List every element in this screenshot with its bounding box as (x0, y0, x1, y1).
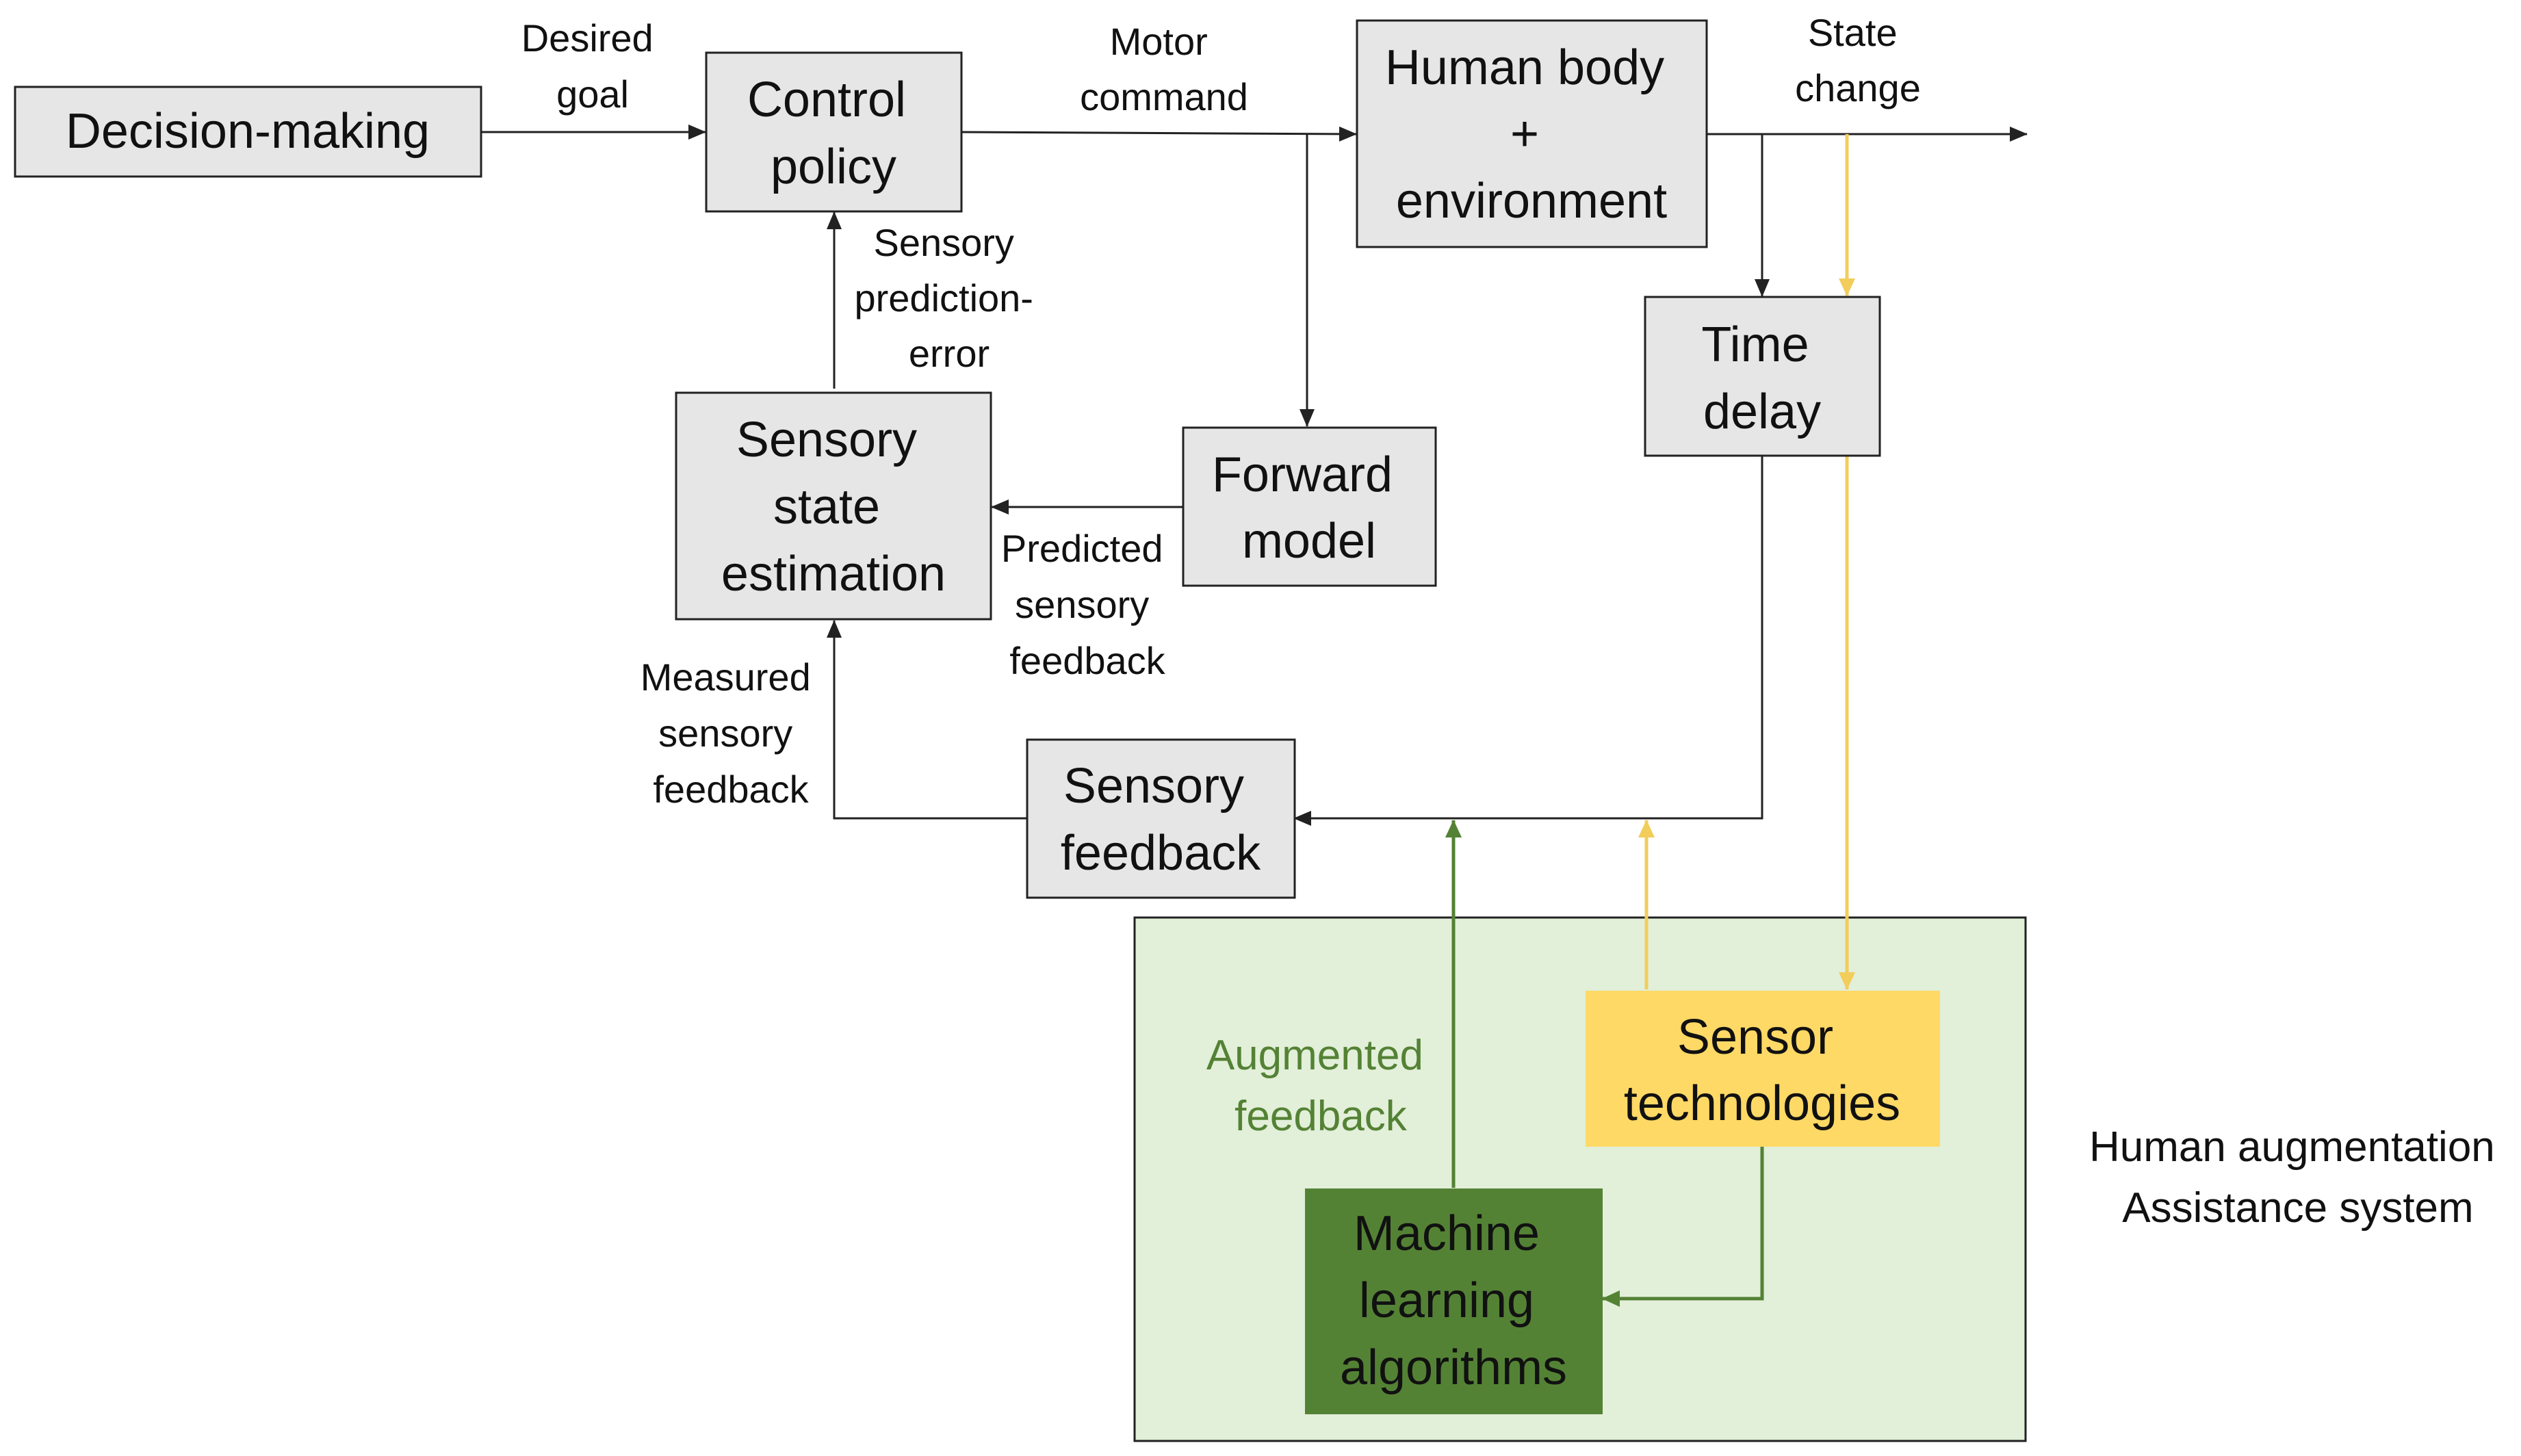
time-delay-line-2: delay (1703, 385, 1821, 439)
box-decision-making: Decision-making (14, 86, 482, 178)
svg-text:Control policy: Control policy (747, 73, 920, 194)
box-control-policy: Control policy (705, 51, 963, 213)
box-machine-learning-algorithms: Machine learning algorithms (1305, 1188, 1603, 1414)
svg-text:Sensor technologies: Sensor technologies (1624, 1010, 1900, 1131)
estimation-line-3: estimation (721, 547, 946, 601)
svg-text:Time delay: Time delay (1701, 317, 1822, 439)
label-sensory-prediction-error: Sensory prediction- error (854, 221, 1044, 375)
yellow-connectors (1638, 134, 1855, 990)
box-sensor-technologies: Sensor technologies (1586, 991, 1940, 1147)
control-policy-line-1: Control (747, 73, 906, 127)
box-sensory-feedback: Sensory feedback (1026, 738, 1296, 899)
box-time-delay: Time delay (1644, 296, 1881, 457)
human-body-line-3: environment (1396, 174, 1667, 229)
label-motor-command: Motor command (1080, 20, 1248, 118)
box-forward-model: Forward model (1182, 426, 1437, 587)
arrow-motor-command (959, 126, 1357, 142)
svg-text:Decision-making: Decision-making (66, 104, 430, 159)
svg-text:Sensory state esti: Sensory state estimation (721, 413, 946, 601)
svg-text:Sensory feedback: Sensory feedback (1061, 759, 1261, 881)
human-body-line-2: + (1510, 107, 1539, 161)
sensory-feedback-line-1: Sensory (1063, 759, 1244, 814)
time-delay-line-1: Time (1701, 317, 1809, 372)
sensory-feedback-line-2: feedback (1061, 826, 1261, 881)
sensor-technologies-line-1: Sensor (1677, 1010, 1833, 1065)
estimation-line-1: Sensory (736, 413, 917, 467)
forward-model-line-1: Forward (1212, 447, 1393, 502)
label-state-change: State change (1795, 11, 1921, 109)
svg-text:Machine learning a: Machine learning algorithms (1340, 1206, 1567, 1395)
forward-model-line-2: model (1242, 514, 1376, 569)
svg-text:Human body + envir: Human body + environment (1385, 40, 1678, 229)
control-policy-line-2: policy (771, 140, 896, 194)
label-measured-sensory-feedback: Measured sensory feedback (641, 655, 822, 811)
black-connectors (480, 125, 2028, 826)
label-predicted-sensory-feedback: Predicted sensory feedback (1001, 527, 1174, 682)
sensor-technologies-line-2: technologies (1624, 1076, 1900, 1131)
box-sensory-state-estimation: Sensory state estimation (675, 391, 992, 621)
box-human-body-environment: Human body + environment (1356, 19, 1708, 248)
estimation-line-2: state (773, 480, 880, 534)
green-arrow-sensor-to-ml (1602, 1147, 1764, 1307)
label-assistance-system: Human augmentation Assistance system (2089, 1123, 2507, 1232)
decision-making-line-1: Decision-making (66, 104, 430, 159)
label-augmented-feedback: Augmented feedback (1206, 1032, 1435, 1140)
ml-line-3: algorithms (1340, 1340, 1567, 1395)
human-body-line-1: Human body (1385, 40, 1664, 95)
green-connectors (1445, 820, 1764, 1307)
arrow-sensory-feedback-to-estimation (827, 620, 1026, 820)
label-desired-goal: Desired goal (521, 16, 664, 116)
ml-line-2: learning (1359, 1273, 1534, 1328)
svg-text:Forward model: Forward model (1212, 447, 1406, 569)
ml-line-1: Machine (1354, 1206, 1540, 1261)
arrow-time-delay-to-sensory-feedback (1293, 456, 1763, 826)
